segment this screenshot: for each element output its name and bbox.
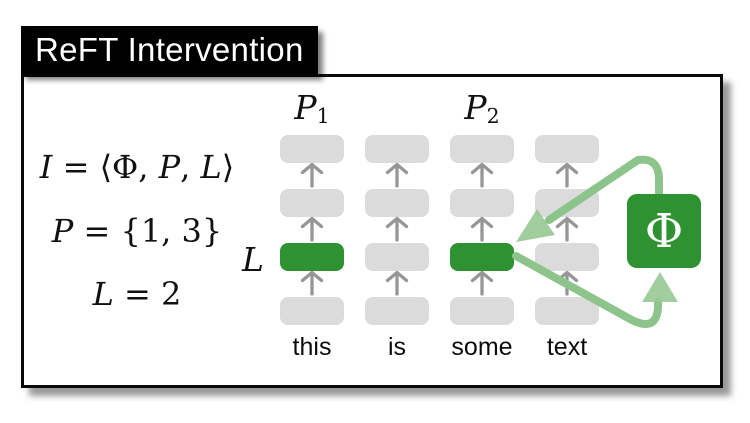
up-arrow-icon: [300, 162, 324, 188]
position-label: P1: [294, 88, 330, 129]
hidden-state-cell: [365, 135, 429, 163]
position-label: P2: [464, 88, 500, 129]
intervened-state-cell: [450, 243, 514, 271]
hidden-state-cell: [535, 297, 599, 325]
phi-function-box: Φ: [627, 194, 701, 268]
up-arrow-icon: [470, 270, 494, 296]
up-arrow-icon: [300, 216, 324, 242]
title-bar: ReFT Intervention: [21, 26, 318, 74]
hidden-state-cell: [450, 297, 514, 325]
up-arrow-icon: [555, 270, 579, 296]
up-arrow-icon: [385, 162, 409, 188]
hidden-state-cell: [535, 189, 599, 217]
hidden-state-cell: [280, 189, 344, 217]
token-label: is: [387, 333, 407, 361]
up-arrow-icon: [470, 162, 494, 188]
hidden-state-cell: [450, 135, 514, 163]
diagram-panel: [21, 74, 723, 388]
token-label: some: [451, 333, 513, 361]
intervened-state-cell: [280, 243, 344, 271]
equation-intervention-tuple: I = ⟨Φ, P, L⟩: [39, 148, 235, 186]
token-label: text: [546, 333, 588, 361]
hidden-state-cell: [535, 135, 599, 163]
hidden-state-cell: [280, 297, 344, 325]
hidden-state-cell: [365, 189, 429, 217]
up-arrow-icon: [385, 270, 409, 296]
hidden-state-cell: [365, 297, 429, 325]
up-arrow-icon: [470, 216, 494, 242]
hidden-state-cell: [365, 243, 429, 271]
hidden-state-cell: [280, 135, 344, 163]
equation-positions: P = {1, 3}: [51, 212, 223, 250]
up-arrow-icon: [555, 162, 579, 188]
up-arrow-icon: [300, 270, 324, 296]
page-title: ReFT Intervention: [35, 31, 304, 68]
equation-layer: L = 2: [92, 275, 182, 313]
up-arrow-icon: [385, 216, 409, 242]
hidden-state-cell: [450, 189, 514, 217]
phi-symbol: Φ: [644, 203, 684, 259]
hidden-state-cell: [535, 243, 599, 271]
layer-row-label: L: [242, 240, 264, 279]
token-label: this: [292, 333, 332, 361]
up-arrow-icon: [555, 216, 579, 242]
